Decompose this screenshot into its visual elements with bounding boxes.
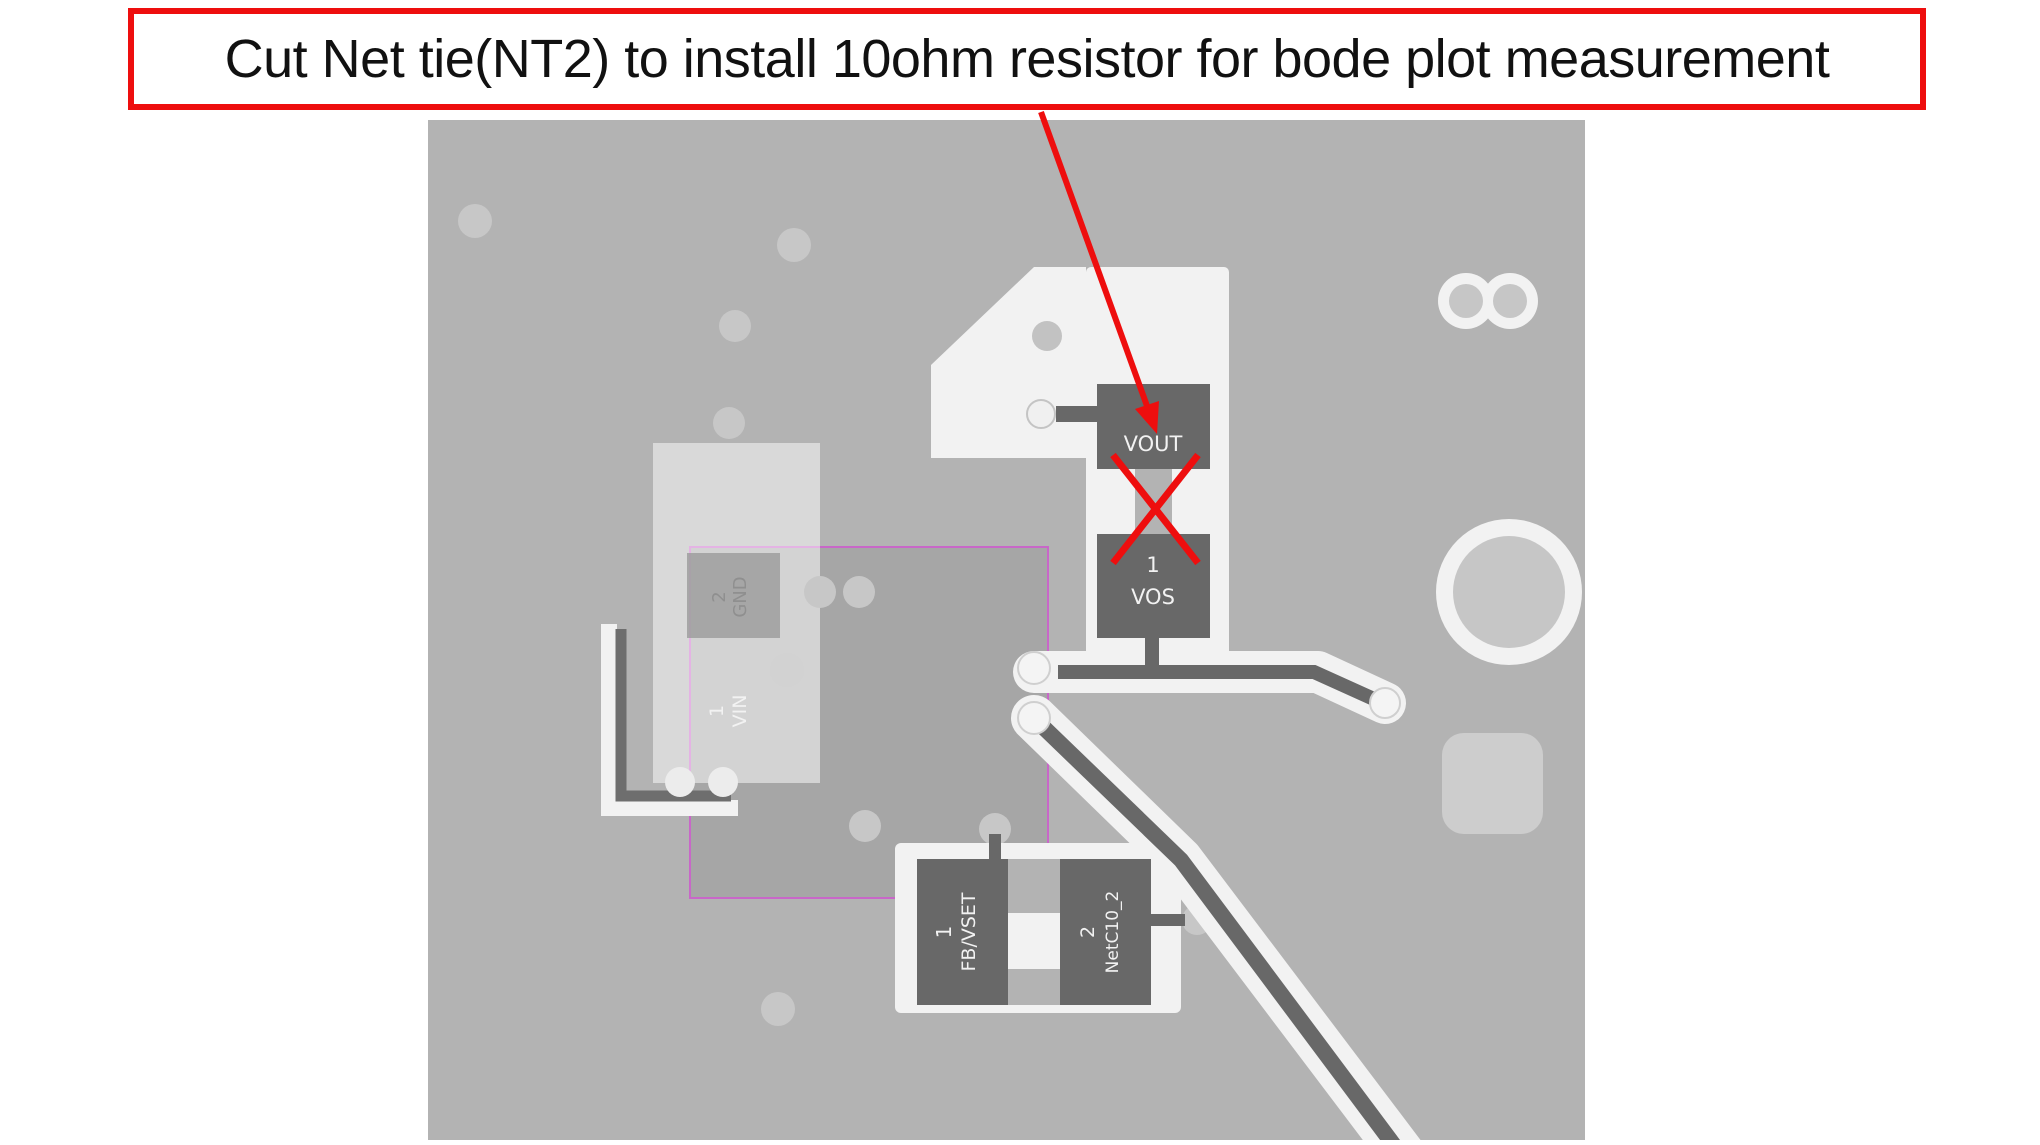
via-pad [843,576,875,608]
pin1-marker-white [601,624,738,816]
via-pad [458,204,492,238]
via-pad [849,810,881,842]
pad-labels: VOUT 1 VOS 2 GND 1 VIN 1 FB/VSET 2 NetC1… [706,432,1183,973]
pin1-marker-dark [615,629,731,802]
gnd-label: GND [730,576,751,617]
vos-label: VOS [1131,585,1175,609]
large-pad [1453,536,1565,648]
via-pad [979,813,1011,845]
via-pad [770,653,804,687]
fbvset-label: FB/VSET [958,892,980,971]
inner-trace-diagonal [1032,716,1403,1145]
netc10-pad [1060,859,1151,1005]
via-pad [761,992,795,1026]
netc10-label: NetC10_2 [1103,891,1123,974]
via-pad [804,576,836,608]
fbvset-gap-bottom [1008,969,1060,1005]
right-features [1436,273,1582,834]
netc10-pin-label: 2 [1077,926,1099,938]
fbvset-pin-label: 1 [932,926,956,939]
rounded-pad [1442,733,1543,834]
fbvset-gap-top [1008,859,1060,913]
mount-hole [1493,284,1527,318]
netc10-label-group: 2 NetC10_2 [1077,891,1123,974]
callout-box: Cut Net tie(NT2) to install 10ohm resist… [128,8,1926,110]
vout-pad [1097,384,1210,469]
via-pad [1017,701,1051,735]
gnd-pad [687,553,780,638]
vos-pin-label: 1 [1146,553,1159,577]
callout-text: Cut Net tie(NT2) to install 10ohm resist… [224,29,1830,89]
vin-pin-label: 1 [706,705,728,717]
vout-label: VOUT [1124,432,1183,456]
via-pad [713,407,745,439]
via-pad [708,767,738,797]
nettie-neck [1135,469,1172,534]
vout-stub [1056,406,1100,422]
fbvset-pad [917,859,1008,1005]
via-pad [1017,651,1051,685]
fbvset-stub [989,834,1001,862]
trace-vias [1017,399,1401,735]
via-pad [1026,399,1056,429]
vin-label-group: 1 VIN [706,695,751,728]
pcb-layout-image: VOUT 1 VOS 2 GND 1 VIN 1 FB/VSET 2 NetC1… [428,120,1585,1145]
pcb-svg: VOUT 1 VOS 2 GND 1 VIN 1 FB/VSET 2 NetC1… [428,120,1585,1145]
vin-label: VIN [729,695,751,728]
gnd-label-group: 2 GND [709,576,751,617]
via-in-trace [1032,321,1062,351]
mount-hole [1449,284,1483,318]
via-pad [1369,687,1401,719]
via-pad [777,228,811,262]
netc10-stub [1151,914,1185,926]
inner-trace-horizontal [1058,665,1379,707]
vin-component-overlay [601,443,820,816]
via-pad [665,767,695,797]
fbvset-label-group: 1 FB/VSET [932,892,980,971]
via-pad [719,310,751,342]
gnd-pin-label: 2 [709,591,730,602]
